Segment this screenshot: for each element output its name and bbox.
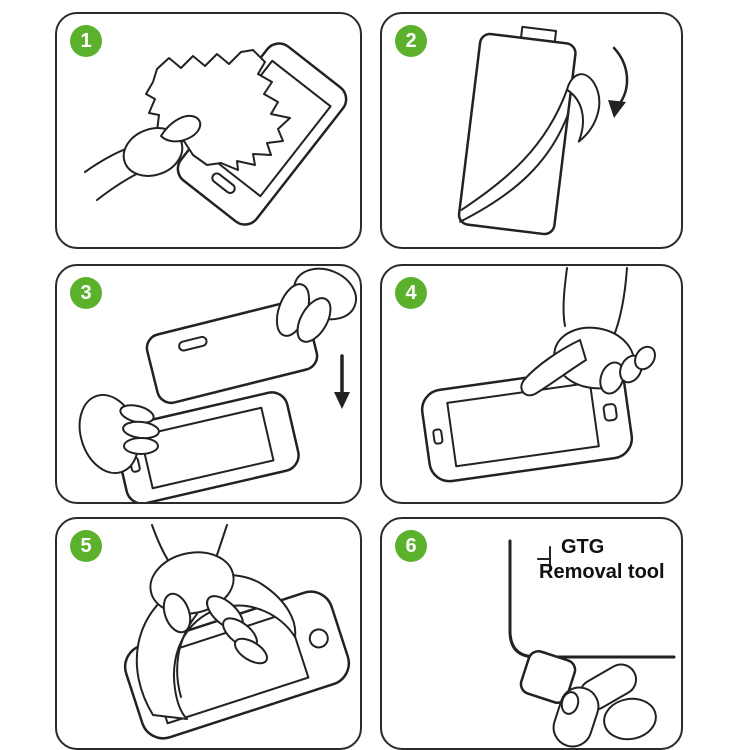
- step-panel-1: 1: [55, 12, 362, 249]
- step-panel-2: 2: [380, 12, 683, 249]
- curved-arrow-down: [608, 46, 629, 118]
- right-hand: [275, 267, 358, 343]
- step-2-number-badge: 2: [395, 25, 427, 57]
- step-5-number-badge: 5: [70, 530, 102, 562]
- film-flap: [566, 73, 601, 143]
- step-1-number-badge: 1: [70, 25, 102, 57]
- left-hand: [78, 393, 160, 475]
- holding-fingers: [552, 663, 657, 748]
- clean-screen-illustration: [84, 42, 348, 226]
- step-panel-6: 6 GTG Removal tool: [380, 517, 683, 750]
- step-6-number-badge: 6: [395, 530, 427, 562]
- pressing-hand: [520, 267, 656, 397]
- smoothing-hand: [149, 524, 268, 665]
- removal-tool: [519, 650, 577, 704]
- down-arrow: [334, 354, 350, 409]
- align-glass-illustration: [78, 267, 358, 502]
- label-leader-line: [537, 546, 551, 572]
- step-panel-3: 3: [55, 264, 362, 504]
- step-panel-4: 4: [380, 264, 683, 504]
- press-screen-illustration: [420, 267, 656, 483]
- removal-tool-label-line1: GTG: [561, 536, 605, 558]
- step-3-number-badge: 3: [70, 277, 102, 309]
- phone-outline: [420, 365, 634, 483]
- smooth-film-illustration: [123, 524, 351, 740]
- removal-tool-label: GTG Removal tool: [539, 535, 679, 585]
- step-4-number-badge: 4: [395, 277, 427, 309]
- peel-film-illustration: [457, 25, 629, 236]
- removal-tool-illustration: [508, 539, 676, 748]
- screen-protector: [457, 25, 601, 236]
- removal-tool-label-line2: Removal tool: [539, 561, 665, 583]
- step-panel-5: 5: [55, 517, 362, 750]
- phone-outline: [114, 391, 300, 502]
- hand: [84, 115, 202, 201]
